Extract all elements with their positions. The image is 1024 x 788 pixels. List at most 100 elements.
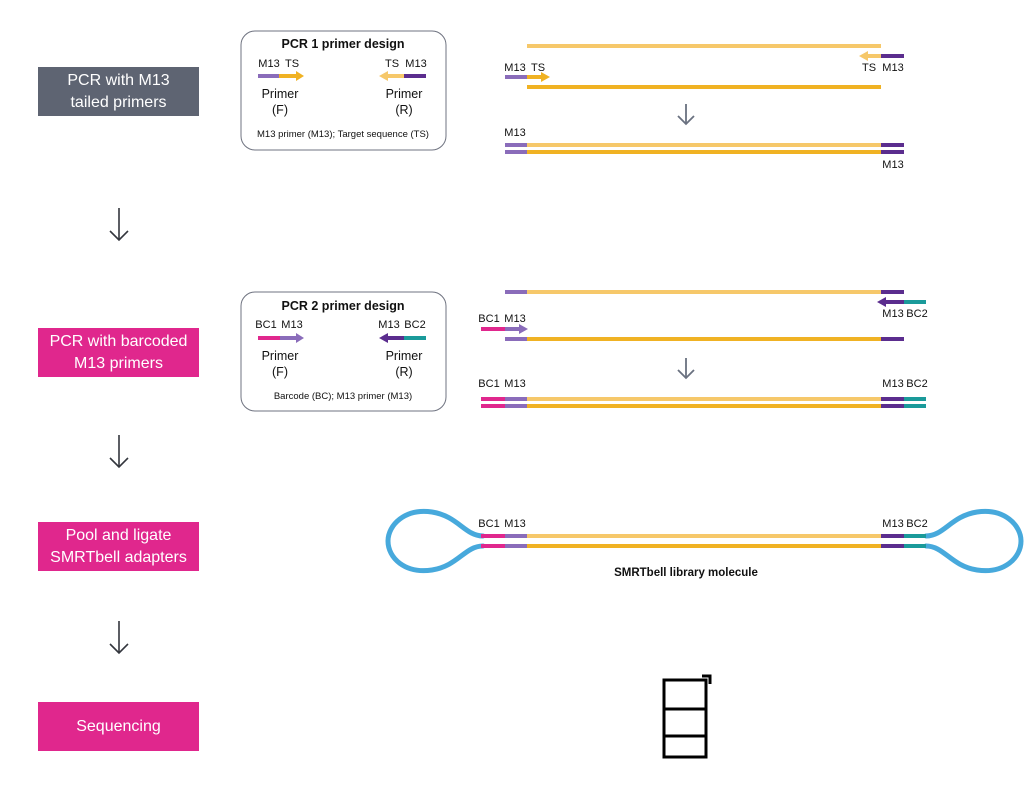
smrt-bottom-m13-end: [881, 544, 904, 548]
smrt-bottom-bc1: [481, 544, 505, 548]
template2-bottom-m13-end: [881, 337, 904, 341]
product-top-m13-end: [881, 143, 904, 147]
smrtbell-caption: SMRTbell library molecule: [614, 567, 758, 579]
adapter-right: [923, 508, 1024, 574]
product2-bottom-target: [527, 404, 881, 408]
pcr1-legend: M13 primer (M13); Target sequence (TS): [257, 129, 429, 140]
down-arrow-icon: [109, 435, 129, 469]
label-ts: TS: [531, 62, 545, 74]
step-pcr-barcoded: PCR with barcoded M13 primers: [38, 328, 199, 377]
pcr1-rev-m13-segment: [404, 74, 426, 78]
product2-bottom-m13: [505, 404, 527, 408]
label-bc2: BC2: [906, 308, 927, 320]
pcr1-fwd-seg2: TS: [285, 58, 299, 70]
down-arrow-icon: [109, 208, 129, 242]
fwd-primer-m13: [505, 75, 527, 79]
pcr1-fwd-ts-segment: [279, 74, 296, 78]
down-arrow-icon: [677, 104, 695, 126]
adapter-left: [385, 508, 486, 574]
fwd-primer-arrowhead: [541, 72, 550, 82]
pcr1-rev-label1: Primer: [386, 87, 423, 101]
pcr1-fwd-m13-segment: [258, 74, 279, 78]
pcr1-fwd-label2: (F): [272, 103, 288, 117]
pcr2-rev-m13-segment: [388, 336, 404, 340]
pcr2-fwd-bc-segment: [258, 336, 280, 340]
product2-bottom-bc1: [481, 404, 505, 408]
label-bc1: BC1: [478, 313, 499, 325]
template2-top-target: [527, 290, 881, 294]
pcr1-fwd-label1: Primer: [262, 87, 299, 101]
label-m13: M13: [504, 127, 525, 139]
product2-bottom-m13-end: [881, 404, 904, 408]
product2-bottom-bc2: [904, 404, 926, 408]
pcr2-rev-label1: Primer: [386, 349, 423, 363]
rev-primer2-bc: [904, 300, 926, 304]
smrt-top-bc2: [904, 534, 926, 538]
template-strand-bottom: [527, 85, 881, 89]
smrt-top-m13-end: [881, 534, 904, 538]
product-top-m13: [505, 143, 527, 147]
down-arrow-icon: [109, 621, 129, 655]
label-m13: M13: [504, 518, 525, 530]
pcr2-fwd-label1: Primer: [262, 349, 299, 363]
step-pcr-m13: PCR with M13 tailed primers: [38, 67, 199, 116]
smrt-top-bc1: [481, 534, 505, 538]
pcr2-legend: Barcode (BC); M13 primer (M13): [274, 391, 412, 402]
pcr2-fwd-seg2: M13: [281, 319, 302, 331]
pcr1-primer-design-box: PCR 1 primer design M13 TS Primer (F) TS…: [240, 30, 447, 151]
label-m13: M13: [504, 378, 525, 390]
fwd-primer2-arrowhead: [519, 324, 528, 334]
label-bc2: BC2: [906, 378, 927, 390]
pcr2-rev-bc-segment: [404, 336, 426, 340]
fwd-primer2-m13: [505, 327, 519, 331]
product2-top-m13-end: [881, 397, 904, 401]
pcr2-title: PCR 2 primer design: [282, 299, 405, 313]
step-pool-ligate: Pool and ligate SMRTbell adapters: [38, 522, 199, 571]
rev-primer-m13: [881, 54, 904, 58]
product-bottom-m13: [505, 150, 527, 154]
label-m13: M13: [882, 308, 903, 320]
label-bc1: BC1: [478, 518, 499, 530]
label-m13: M13: [504, 313, 525, 325]
pcr2-fwd-m13-segment: [280, 336, 296, 340]
label-m13: M13: [882, 518, 903, 530]
pcr2-primer-design-box: PCR 2 primer design BC1 M13 Primer (F) M…: [240, 291, 447, 412]
pcr2-rev-arrowhead: [379, 333, 388, 343]
template2-top-m13-end: [881, 290, 904, 294]
fwd-primer-ts: [527, 75, 541, 79]
template2-top-m13: [505, 290, 527, 294]
pcr2-fwd-seg1: BC1: [255, 319, 276, 331]
pcr2-rev-seg1: M13: [378, 319, 399, 331]
pcr1-rev-seg1: TS: [385, 58, 399, 70]
product2-top-target: [527, 397, 881, 401]
product2-top-bc2: [904, 397, 926, 401]
product-bottom-target: [527, 150, 881, 154]
smrtbell-molecule: BC1 M13 M13 BC2 SMRTbell library molecul…: [385, 508, 1024, 579]
smrt-bottom-m13: [505, 544, 527, 548]
pcr1-fwd-arrowhead: [296, 71, 304, 81]
pcr1-fwd-seg1: M13: [258, 58, 279, 70]
pcr2-fwd-label2: (F): [272, 365, 288, 379]
pcr1-amplification: TS M13 M13 TS M13 M13: [504, 44, 904, 171]
pcr1-title: PCR 1 primer design: [282, 37, 405, 51]
pcr1-rev-seg2: M13: [405, 58, 426, 70]
pcr2-rev-label2: (R): [395, 365, 412, 379]
product2-top-bc1: [481, 397, 505, 401]
rev-primer2-arrowhead: [877, 297, 886, 307]
label-m13: M13: [882, 159, 903, 171]
product-top-target: [527, 143, 881, 147]
label-bc1: BC1: [478, 378, 499, 390]
rev-primer2-m13: [886, 300, 904, 304]
smrt-top-target: [527, 534, 881, 538]
pcr2-amplification: M13 BC2 BC1 M13 BC1 M13 M13 BC2: [478, 290, 928, 408]
pcr2-fwd-arrowhead: [296, 333, 304, 343]
template-strand-top: [527, 44, 881, 48]
label-m13: M13: [882, 62, 903, 74]
pcr1-rev-arrowhead: [379, 71, 388, 81]
template2-bottom-m13: [505, 337, 527, 341]
down-arrow-icon: [677, 358, 695, 380]
smrt-bottom-target: [527, 544, 881, 548]
rev-primer-ts: [868, 54, 881, 58]
label-m13: M13: [882, 378, 903, 390]
product2-top-m13: [505, 397, 527, 401]
